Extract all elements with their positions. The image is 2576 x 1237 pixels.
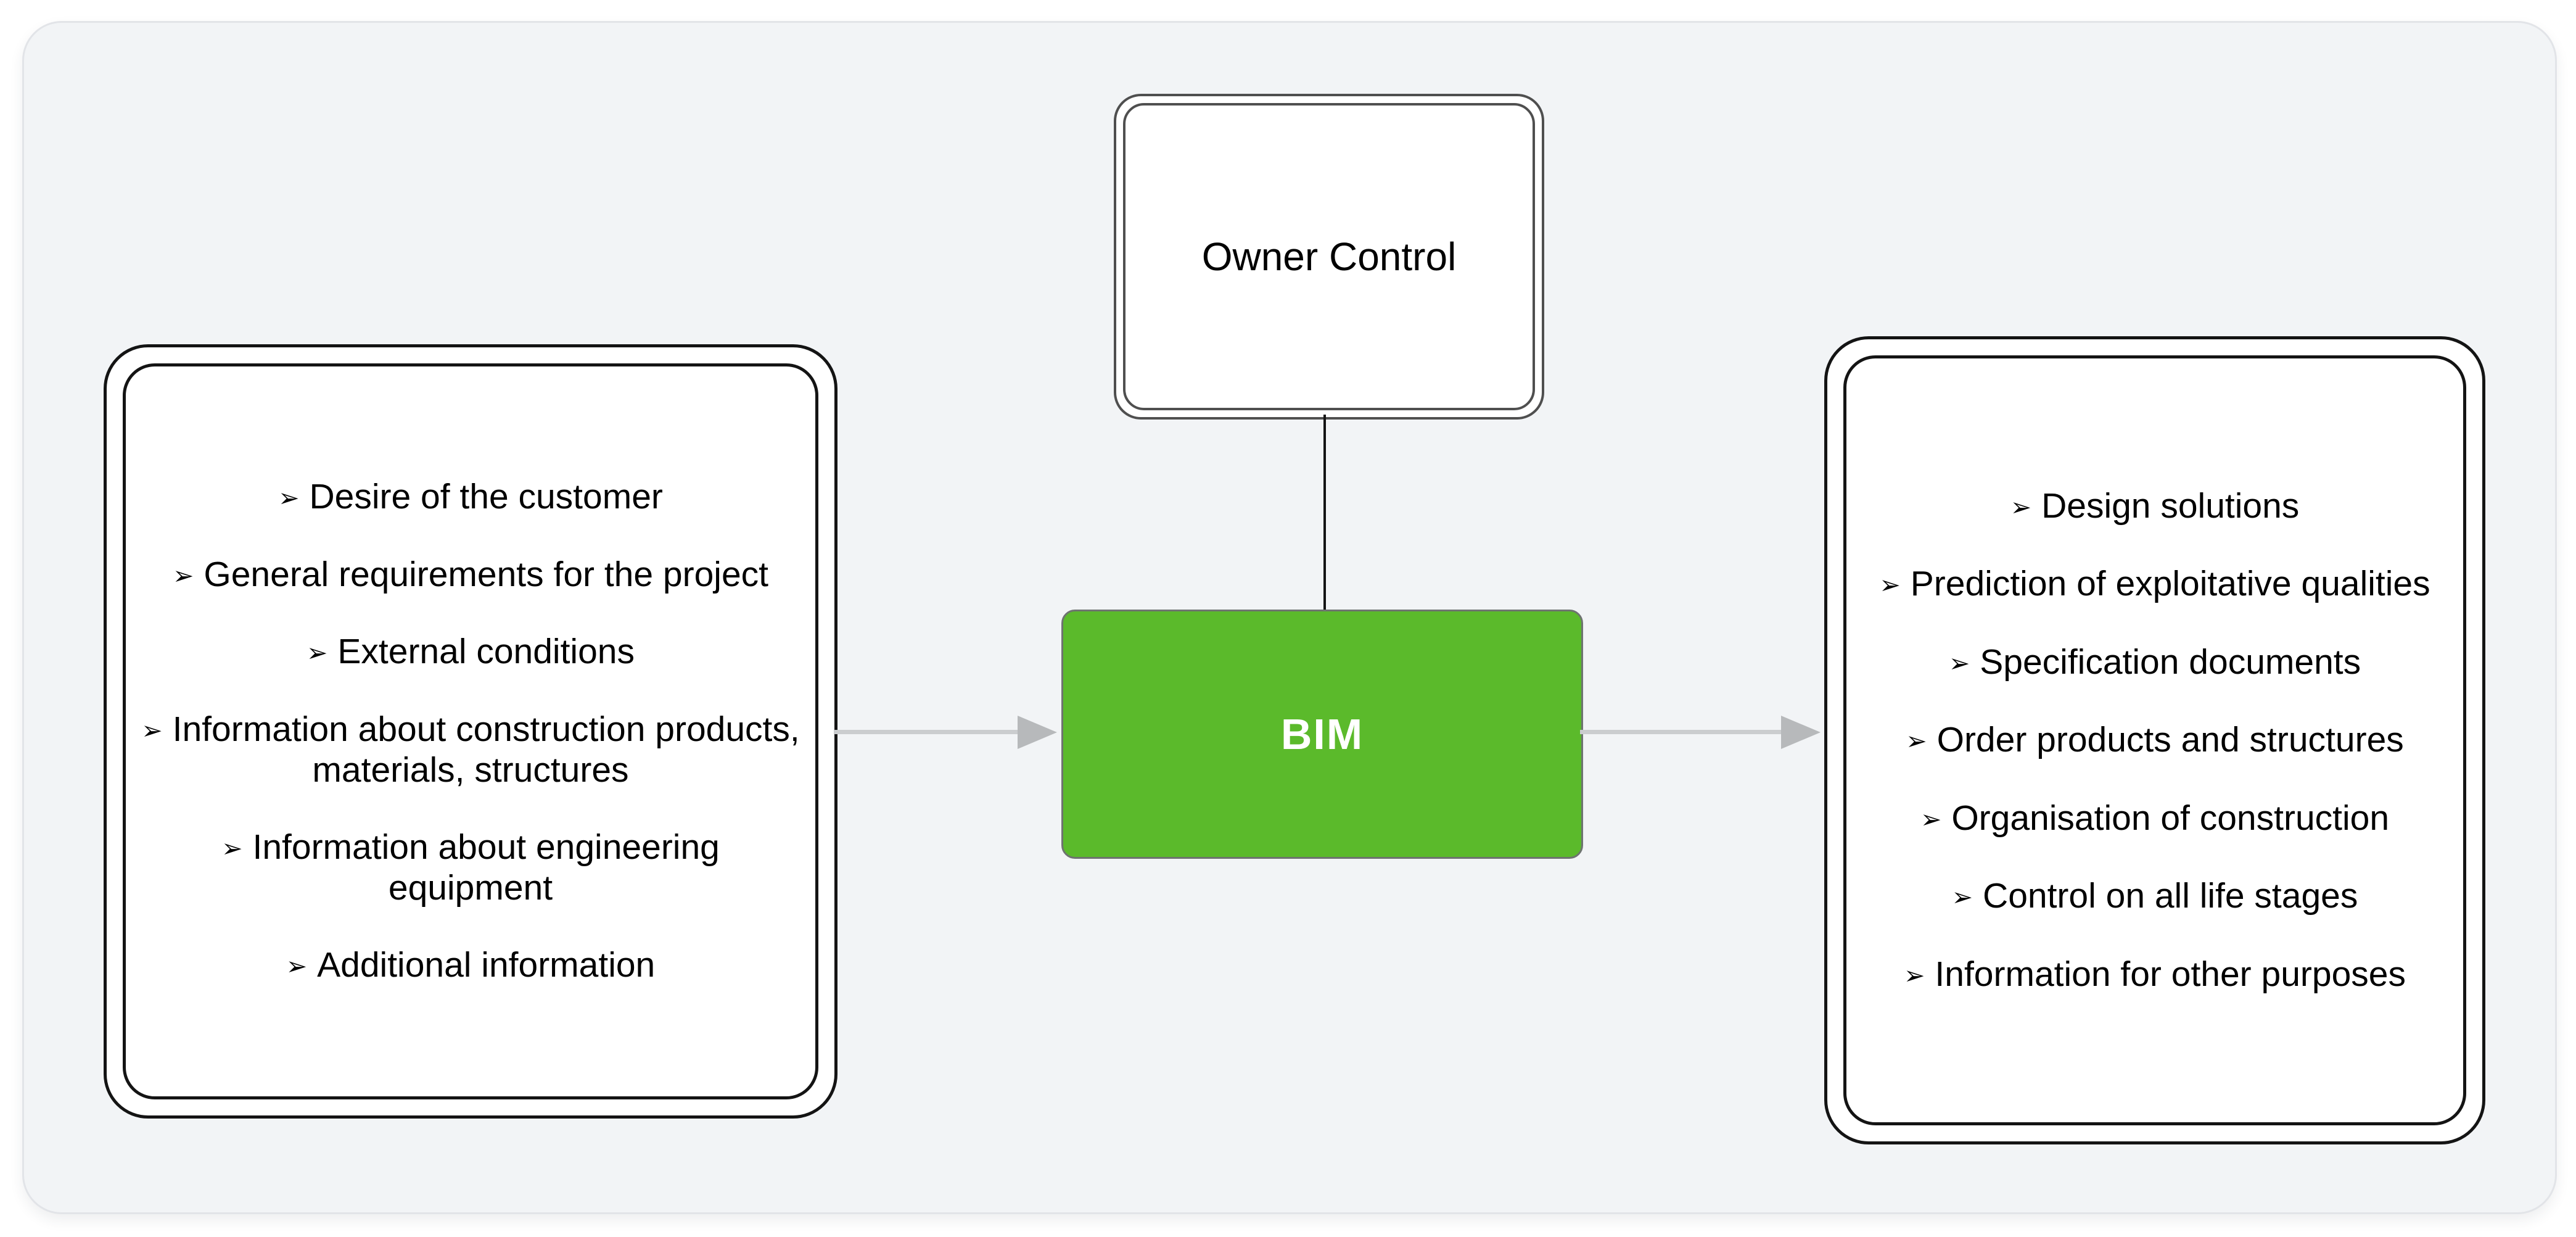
list-item-label: Order products and structures [1936, 720, 2404, 760]
bim-label: BIM [1280, 710, 1364, 758]
arrow-bullet-icon: ➢ [307, 638, 328, 668]
arrow-bullet-icon: ➢ [1906, 726, 1927, 756]
list-item-label: Desire of the customer [309, 477, 663, 517]
list-item: ➢ Control on all life stages [1952, 876, 2358, 917]
list-item-label: Information about construction products,… [172, 709, 800, 790]
list-item: ➢ Additional information [286, 945, 656, 986]
arrow-bullet-icon: ➢ [278, 483, 300, 513]
output-arrow-head-icon [1781, 716, 1821, 749]
arrow-bullet-icon: ➢ [286, 951, 308, 982]
list-item-label: Control on all life stages [1983, 876, 2358, 916]
list-item: ➢ Information about engineering equipment [221, 827, 720, 908]
arrow-bullet-icon: ➢ [1879, 570, 1901, 600]
list-item: ➢ Organisation of construction [1920, 798, 2389, 839]
list-item-label: Information for other purposes [1935, 954, 2406, 994]
list-item-label: Organisation of construction [1951, 798, 2390, 838]
owner-control-label: Owner Control [1201, 234, 1457, 279]
owner-control-box-inner: Owner Control [1123, 103, 1535, 410]
list-item-label: Design solutions [2041, 486, 2300, 526]
arrow-bullet-icon: ➢ [1951, 882, 1973, 912]
list-item: ➢ External conditions [307, 632, 635, 672]
bim-node: BIM [1061, 610, 1583, 859]
input-arrow-line [834, 730, 1019, 734]
output-arrow-line [1580, 730, 1784, 734]
list-item-label: External conditions [337, 632, 635, 672]
arrow-bullet-icon: ➢ [1904, 960, 1925, 990]
list-item-label: Additional information [317, 945, 656, 985]
arrow-bullet-icon: ➢ [221, 834, 243, 864]
list-item-label: Prediction of exploitative qualities [1910, 564, 2430, 604]
arrow-bullet-icon: ➢ [1920, 804, 1942, 834]
list-item: ➢ Specification documents [1949, 642, 2361, 683]
arrow-bullet-icon: ➢ [2010, 492, 2032, 522]
arrow-bullet-icon: ➢ [1948, 648, 1970, 678]
list-item: ➢ Order products and structures [1906, 720, 2404, 761]
list-item: ➢ Prediction of exploitative qualities [1879, 564, 2430, 605]
arrow-bullet-icon: ➢ [172, 560, 194, 590]
list-item-label: General requirements for the project [204, 554, 768, 594]
list-item-label: Information about engineering equipment [252, 827, 720, 908]
inputs-box: ➢ Desire of the customer ➢ General require… [104, 344, 837, 1119]
outputs-box: ➢ Design solutions ➢ Prediction of exploit… [1824, 336, 2485, 1144]
input-arrow-head-icon [1018, 716, 1057, 749]
list-item-label: Specification documents [1980, 642, 2361, 682]
outputs-box-inner: ➢ Design solutions ➢ Prediction of exploit… [1843, 355, 2466, 1125]
owner-control-box: Owner Control [1114, 94, 1544, 420]
list-item: ➢ General requirements for the project [173, 555, 768, 595]
arrow-bullet-icon: ➢ [141, 715, 163, 745]
inputs-box-inner: ➢ Desire of the customer ➢ General require… [123, 363, 818, 1099]
owner-bim-connector [1323, 415, 1326, 611]
list-item: ➢ Information about construction products… [141, 710, 799, 790]
list-item: ➢ Desire of the customer [278, 477, 663, 518]
list-item: ➢ Design solutions [2010, 486, 2300, 527]
list-item: ➢ Information for other purposes [1904, 954, 2406, 995]
